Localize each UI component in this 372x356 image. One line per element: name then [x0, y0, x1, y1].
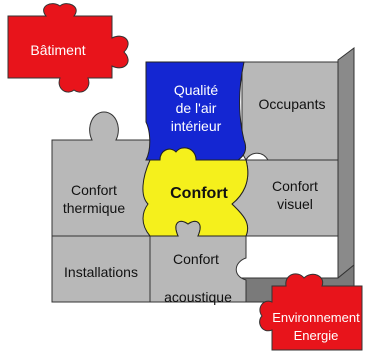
- qualite-air-label-line3: intérieur: [171, 118, 222, 134]
- environnement-energie-piece: [259, 273, 363, 351]
- confort-visuel-label-line2: visuel: [277, 196, 313, 212]
- confort-thermique-label-line1: Confort: [71, 182, 117, 198]
- environnement-energie-label-line1: Environnement: [272, 310, 360, 325]
- environnement-energie-label-line2: Energie: [294, 328, 339, 343]
- confort-visuel-label-line1: Confort: [272, 178, 318, 194]
- occupants-label: Occupants: [259, 96, 326, 112]
- confort-acoustique-label-line1: Confort: [173, 251, 219, 267]
- confort-acoustique-label-line2: acoustique: [164, 289, 232, 305]
- batiment-label: Bâtiment: [30, 42, 85, 58]
- confort-thermique-label-line2: thermique: [63, 200, 125, 216]
- batiment-piece: [7, 3, 129, 93]
- qualite-air-label-line2: de l'air: [176, 100, 217, 116]
- confort-thermique-piece: [51, 111, 151, 237]
- block-right-side: [337, 47, 355, 280]
- confort-label: Confort: [170, 185, 228, 202]
- confort-piece: [142, 147, 249, 237]
- qualite-air-label-line1: Qualité: [174, 82, 219, 98]
- installations-label: Installations: [64, 264, 138, 280]
